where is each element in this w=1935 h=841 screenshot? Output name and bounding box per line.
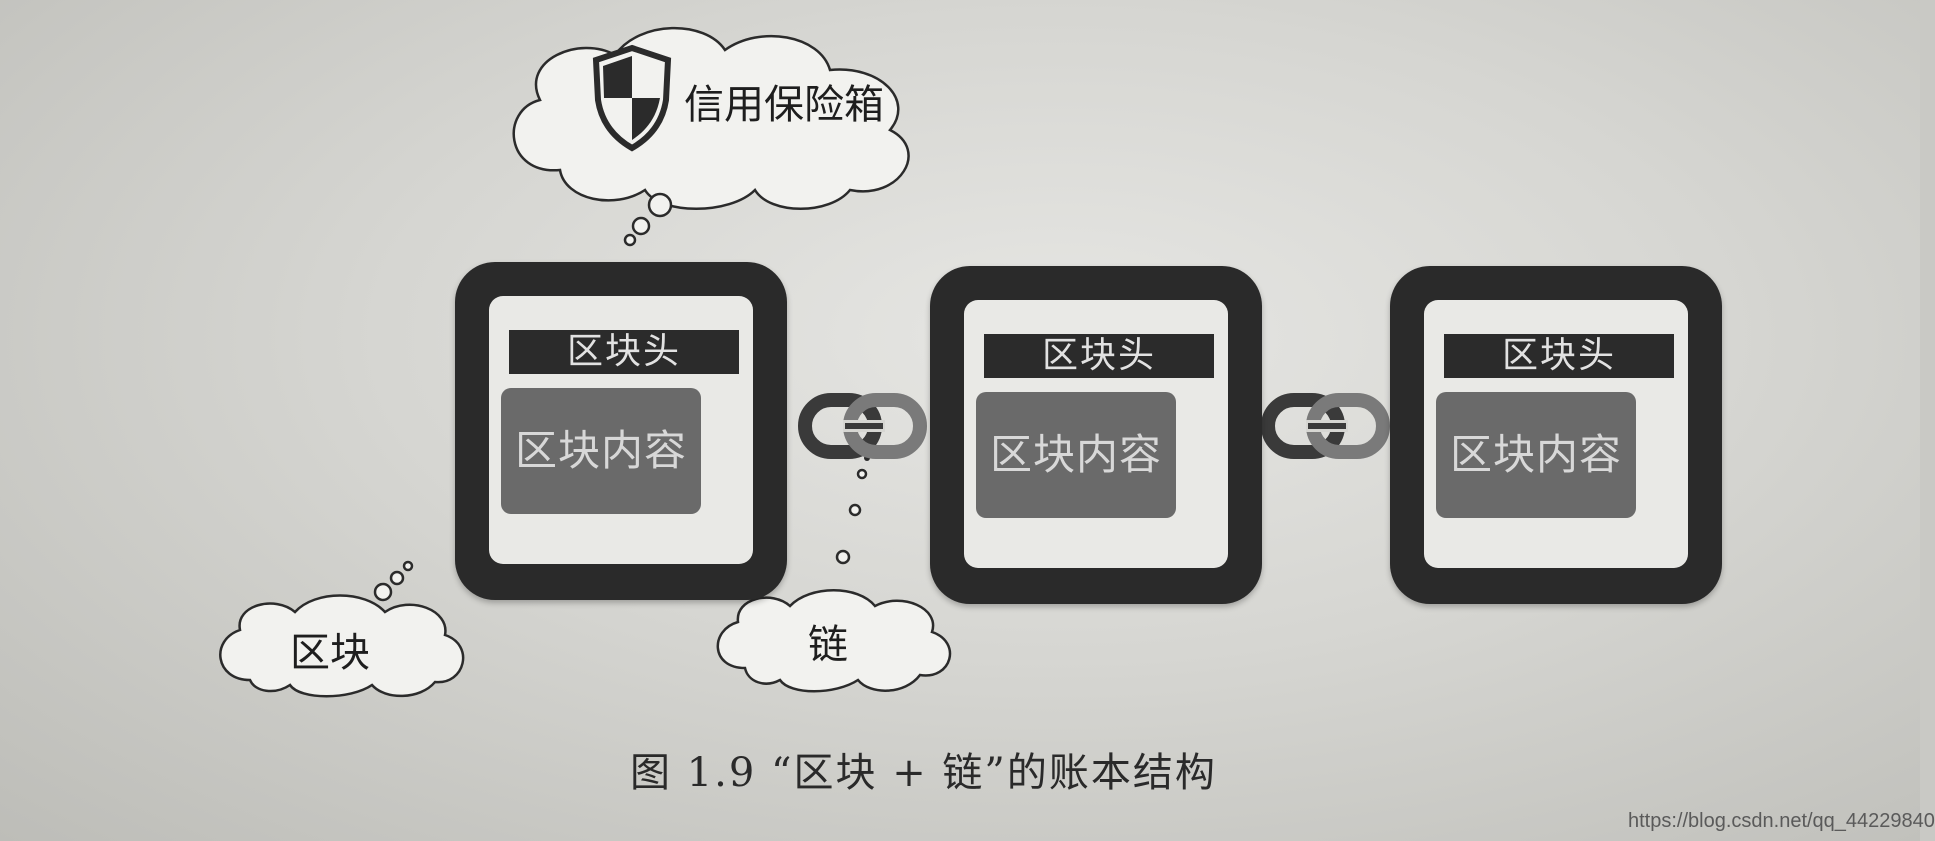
block-3: 区块头 区块内容 [1390,266,1722,604]
block-header: 区块头 [984,334,1214,378]
block-inner: 区块头 区块内容 [489,296,753,564]
figure-caption: 图 1.9 “区块 + 链”的账本结构 [630,750,1217,796]
chain-link-icon [1261,393,1390,459]
chain-cloud [716,455,952,693]
block-inner: 区块头 区块内容 [1424,300,1688,568]
block-content: 区块内容 [1436,392,1636,518]
watermark: https://blog.csdn.net/qq_44229840 [1628,810,1935,832]
block-cloud [219,560,465,698]
shield-icon [592,44,672,152]
block-2: 区块头 区块内容 [930,266,1262,604]
chain-link-icon [798,393,927,459]
chain-label: 链 [808,622,848,668]
block-content: 区块内容 [976,392,1176,518]
block-label: 区块 [290,630,370,676]
block-header: 区块头 [509,330,739,374]
block-inner: 区块头 区块内容 [964,300,1228,568]
safe-box-label: 信用保险箱 [684,82,884,128]
block-header: 区块头 [1444,334,1674,378]
block-1: 区块头 区块内容 [455,262,787,600]
block-content: 区块内容 [501,388,701,514]
safe-box-cloud [512,26,910,247]
